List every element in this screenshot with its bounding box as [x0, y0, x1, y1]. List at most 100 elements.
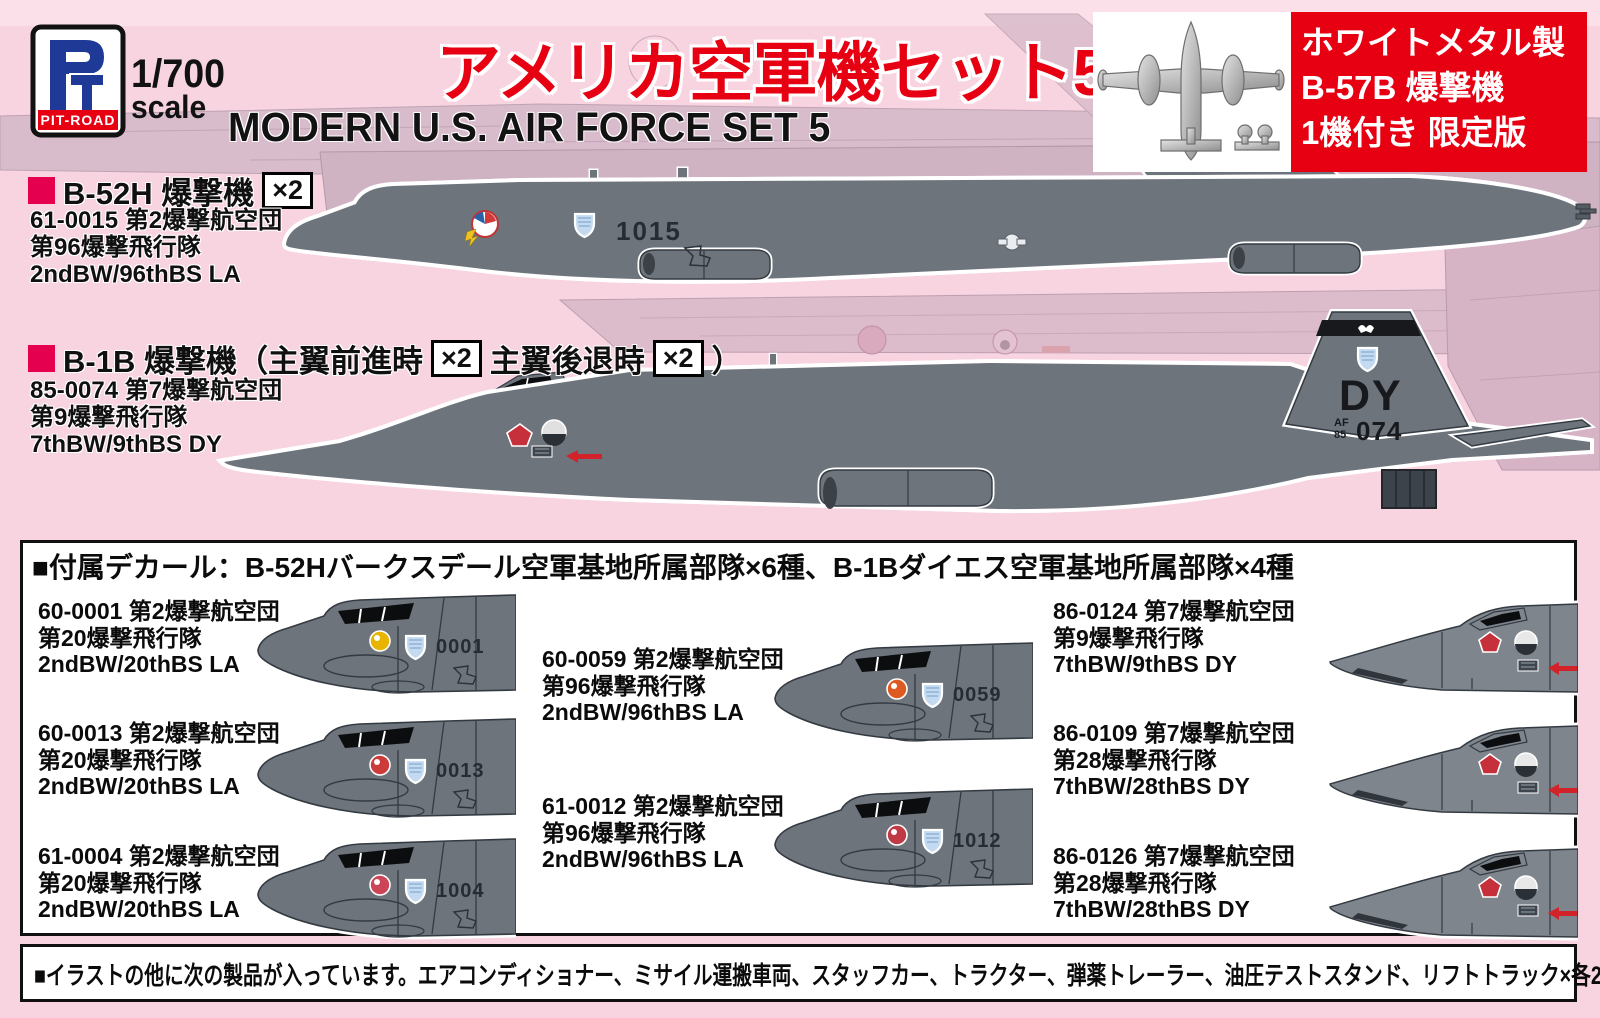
- entry-line1: 60-0001 第2爆撃航空団: [38, 598, 280, 624]
- entry-line3: 7thBW/28thBS DY: [1053, 896, 1250, 923]
- b1b-label-pre: B-1B 爆撃機（主翼前進時: [63, 344, 423, 379]
- decal-entry: 61-0012 第2爆撃航空団 第96爆撃飛行隊 2ndBW/96thBS LA: [542, 793, 784, 873]
- red-arrow-icon: [566, 450, 602, 463]
- decal-entry: 61-0004 第2爆撃航空団 第20爆撃飛行隊 2ndBW/20thBS LA: [38, 843, 280, 923]
- promo-line1: ホワイトメタル製: [1301, 24, 1565, 61]
- entry-line2: 第28爆撃飛行隊: [1053, 746, 1217, 773]
- b52h-info-line3: 2ndBW/96thBS LA: [30, 260, 241, 288]
- svg-text:0001: 0001: [436, 636, 485, 658]
- footer-text: ■イラストの他に次の製品が入っています。エアコンディショナー、ミサイル運搬車両、…: [34, 962, 1600, 990]
- b1b-label-mid: 主翼後退時: [489, 344, 645, 379]
- entry-line2: 第96爆撃飛行隊: [542, 672, 706, 699]
- red-square-bullet: [28, 177, 55, 204]
- entry-line2: 第20爆撃飛行隊: [38, 746, 202, 773]
- b52-engine-pod: [1230, 244, 1360, 273]
- decal-entry: 86-0124 第7爆撃航空団 第9爆撃飛行隊 7thBW/9thBS DY: [1053, 598, 1295, 678]
- b52-nose-illustration: 1012: [765, 780, 1033, 898]
- b1b-exhaust-vent: [1381, 469, 1437, 509]
- b57-promo-text: ホワイトメタル製 B-57B 爆撃機 1機付き 限定版: [1291, 12, 1587, 172]
- svg-text:1004: 1004: [436, 880, 485, 902]
- b1b-info-line2: 第9爆撃飛行隊: [30, 403, 188, 431]
- entry-line1: 60-0059 第2爆撃航空団: [542, 646, 784, 672]
- b52h-info-line1: 61-0015 第2爆撃航空団: [30, 207, 283, 234]
- qty-badge-x2: ×2: [262, 171, 313, 210]
- b52h-section-label: B-52H 爆撃機 ×2: [28, 168, 313, 213]
- entry-line3: 2ndBW/96thBS LA: [542, 846, 744, 873]
- entry-line1: 61-0012 第2爆撃航空団: [542, 793, 784, 819]
- b1b-label-post: ）: [711, 344, 743, 379]
- entry-line3: 2ndBW/20thBS LA: [38, 896, 240, 923]
- b1b-info: 85-0074 第7爆撃航空団 第9爆撃飛行隊 7thBW/9thBS DY: [30, 377, 283, 459]
- svg-text:0059: 0059: [953, 684, 1002, 706]
- b1b-unit-badge-icon: [1356, 346, 1379, 373]
- promo-line2: B-57B 爆撃機: [1301, 68, 1505, 106]
- scale-word: scale: [131, 88, 207, 125]
- entry-line1: 60-0013 第2爆撃航空団: [38, 720, 280, 746]
- page-title: アメリカ空軍機セット5: [436, 36, 1109, 109]
- footer-strip: [20, 944, 1577, 1002]
- b52h-label-text: B-52H 爆撃機: [63, 176, 255, 211]
- entry-line1: 86-0109 第7爆撃航空団: [1053, 720, 1295, 746]
- decal-entry: 60-0013 第2爆撃航空団 第20爆撃飛行隊 2ndBW/20thBS LA: [38, 720, 280, 800]
- svg-text:1012: 1012: [953, 830, 1002, 852]
- b52-star-insignia-icon: [997, 233, 1027, 251]
- louisiana-outline-icon: [683, 245, 711, 267]
- b1b-nose-art-icons: [506, 419, 602, 463]
- b1b-engine-nacelle: [817, 467, 995, 509]
- b52h-info: 61-0015 第2爆撃航空団 第96爆撃飛行隊 2ndBW/96thBS LA: [30, 207, 283, 289]
- entry-line3: 7thBW/28thBS DY: [1053, 773, 1250, 800]
- b52h-info-line2: 第96爆撃飛行隊: [30, 233, 201, 261]
- b1b-nose-illustration: [1322, 710, 1578, 825]
- b57-promo-box: ホワイトメタル製 B-57B 爆撃機 1機付き 限定版: [1093, 12, 1587, 172]
- svg-text:0013: 0013: [436, 760, 485, 782]
- tail-prefix-85: 85: [1334, 429, 1346, 441]
- entry-line1: 61-0004 第2爆撃航空団: [38, 843, 280, 869]
- bat-icon: [1358, 325, 1374, 333]
- entry-line2: 第96爆撃飛行隊: [542, 819, 706, 846]
- b52-nose-illustration: 0001: [248, 586, 516, 704]
- decal-entry: 86-0126 第7爆撃航空団 第28爆撃飛行隊 7thBW/28thBS DY: [1053, 843, 1295, 923]
- b52-nose-illustration: 0059: [765, 634, 1033, 752]
- b52-unit-badge-icon: [573, 212, 596, 239]
- b1b-info-line1: 85-0074 第7爆撃航空団: [30, 377, 283, 404]
- tail-prefix-af: AF: [1334, 417, 1349, 429]
- promo-line3: 1機付き 限定版: [1301, 113, 1527, 151]
- b52-tail-guns: [1575, 203, 1597, 220]
- qty-badge-x2: ×2: [652, 339, 704, 378]
- entry-line3: 7thBW/9thBS DY: [1053, 651, 1237, 678]
- pitroad-logo: PIT-ROAD: [30, 24, 126, 138]
- scale-number: 1/700: [131, 52, 226, 96]
- scale-label: 1/700 scale: [131, 52, 226, 125]
- tail-number-text: 074: [1356, 416, 1402, 446]
- sprue-parts-icon: [1234, 124, 1280, 151]
- entry-line2: 第20爆撃飛行隊: [38, 624, 202, 651]
- b57-metal-photo: [1093, 12, 1291, 172]
- b1b-tail-fin: DY AF 85 074: [1281, 309, 1473, 446]
- entry-line3: 2ndBW/96thBS LA: [542, 699, 744, 726]
- entry-line1: 86-0126 第7爆撃航空団: [1053, 843, 1295, 869]
- entry-line2: 第20爆撃飛行隊: [38, 869, 202, 896]
- entry-line1: 86-0124 第7爆撃航空団: [1053, 598, 1295, 624]
- entry-line2: 第9爆撃飛行隊: [1053, 624, 1204, 651]
- b1b-nose-illustration: [1322, 588, 1578, 703]
- decal-entry: 60-0059 第2爆撃航空団 第96爆撃飛行隊 2ndBW/96thBS LA: [542, 646, 784, 726]
- decal-panel-header: ■付属デカール：B-52Hバークスデール空軍基地所属部隊×6種、B-1Bダイエス…: [32, 552, 1294, 583]
- metal-plane-icon: [1097, 20, 1285, 161]
- decal-entry: 86-0109 第7爆撃航空団 第28爆撃飛行隊 7thBW/28thBS DY: [1053, 720, 1295, 800]
- b1b-info-line3: 7thBW/9thBS DY: [30, 430, 222, 458]
- b52-nose-art-icon: [464, 210, 499, 248]
- b52-nose-illustration: 0013: [248, 710, 516, 828]
- b1b-nose-illustration: [1322, 833, 1578, 948]
- logo-red-bar: [38, 110, 118, 130]
- b1b-section-label: B-1B 爆撃機（主翼前進時 ×2 主翼後退時 ×2 ）: [28, 336, 743, 381]
- entry-line2: 第28爆撃飛行隊: [1053, 869, 1217, 896]
- entry-line3: 2ndBW/20thBS LA: [38, 651, 240, 678]
- b52h-illustration: 1015: [281, 152, 1597, 322]
- logo-p-glyph: [50, 40, 104, 110]
- page-subtitle: MODERN U.S. AIR FORCE SET 5: [228, 104, 831, 150]
- decal-entry: 60-0001 第2爆撃航空団 第20爆撃飛行隊 2ndBW/20thBS LA: [38, 598, 280, 678]
- b52-engine-pod: [640, 250, 770, 279]
- b52-tail-number-text: 1015: [616, 216, 682, 246]
- decal-panel: [20, 540, 1577, 936]
- logo-brand-text: PIT-ROAD: [41, 112, 116, 128]
